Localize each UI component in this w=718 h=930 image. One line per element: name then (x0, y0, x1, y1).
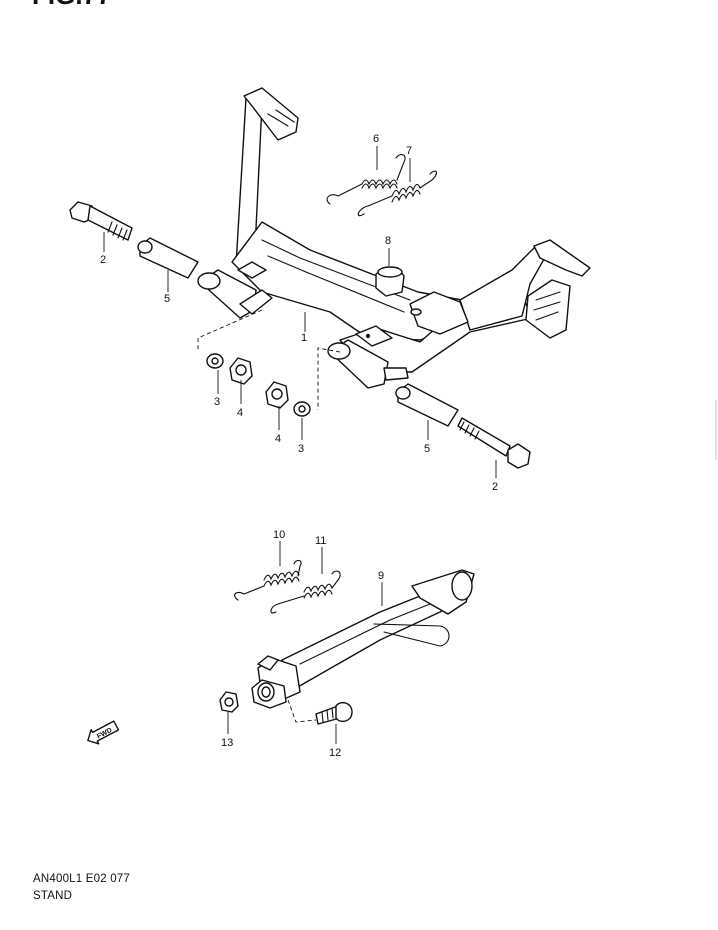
alignment-line-left (197, 309, 263, 352)
stopper (375, 266, 405, 297)
callout-1: 1 (301, 332, 307, 344)
callout-2a: 2 (100, 254, 106, 266)
spring-6 (326, 153, 406, 205)
callout-3a: 3 (214, 396, 220, 408)
callout-7: 7 (406, 145, 412, 157)
bolt-upper-left (69, 201, 133, 241)
spring-10 (234, 559, 302, 601)
callout-5a: 5 (164, 293, 170, 305)
spring-7 (357, 170, 438, 217)
alignment-line-right (317, 347, 341, 410)
spring-11 (270, 570, 341, 614)
callout-5b: 5 (424, 443, 430, 455)
nut-right (265, 381, 289, 409)
leader-lines-bottom (227, 541, 383, 744)
side-stand (251, 569, 475, 709)
figure-title: FIG.77 (32, 0, 111, 10)
callout-3b: 3 (298, 443, 304, 455)
leader-lines-top (103, 146, 497, 478)
footer-title: STAND (33, 890, 73, 902)
washer-right (293, 401, 311, 417)
alignment-line-side (287, 699, 317, 723)
callout-2b: 2 (492, 481, 498, 493)
bolt-12 (315, 701, 353, 725)
callout-13: 13 (221, 737, 233, 749)
callout-9: 9 (378, 570, 384, 582)
callout-4b: 4 (275, 433, 281, 445)
washer-left (206, 353, 224, 369)
callout-12: 12 (329, 747, 341, 759)
center-stand (197, 87, 591, 389)
callout-6: 6 (373, 133, 379, 145)
fwd-arrow-icon: FWD (87, 720, 120, 745)
callout-4a: 4 (237, 407, 243, 419)
callout-8: 8 (385, 235, 391, 247)
callout-10: 10 (273, 529, 285, 541)
callout-11: 11 (315, 535, 326, 547)
sleeve-right (395, 383, 459, 427)
nut-13 (219, 691, 239, 713)
nut-left (229, 357, 253, 385)
sleeve-left (137, 237, 199, 279)
footer-code: AN400L1 E02 077 (33, 873, 130, 885)
bolt-right (457, 417, 531, 469)
